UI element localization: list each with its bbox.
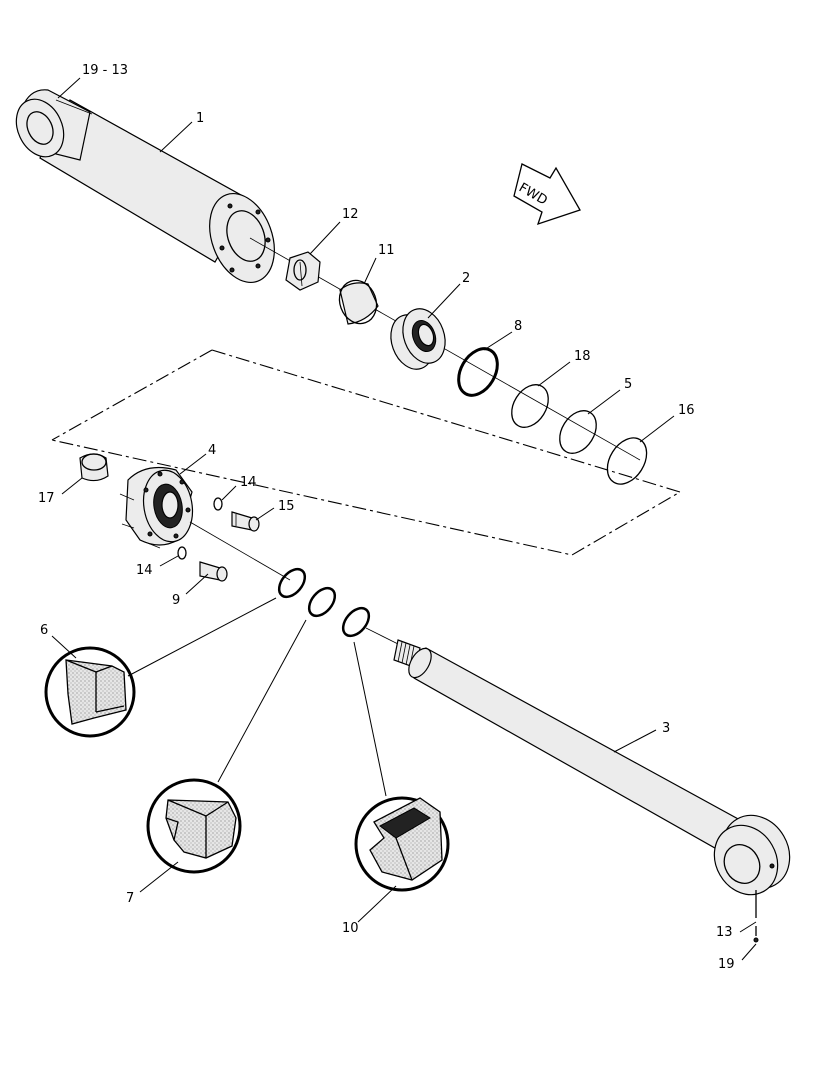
callout-leaders	[51, 77, 757, 961]
seal-ring-part-8[interactable]	[451, 342, 505, 402]
washer-part-14-upper[interactable]	[213, 497, 223, 511]
callout-10: 10	[342, 921, 359, 936]
callout-15: 15	[278, 499, 295, 514]
bolt-part-15[interactable]	[231, 511, 260, 532]
rod-seal-ring-10[interactable]	[338, 603, 374, 640]
washer-part-14-lower[interactable]	[177, 546, 187, 560]
callout-12: 12	[342, 207, 359, 222]
callout-5: 5	[624, 377, 632, 392]
callout-9: 9	[172, 593, 180, 608]
rod-seal-ring-6[interactable]	[274, 564, 310, 601]
callout-19-13: 19 - 13	[82, 63, 128, 78]
bushing-part[interactable]	[79, 453, 109, 482]
fwd-arrow-icon: FWD	[513, 163, 581, 226]
callout-14-upper: 14	[240, 475, 257, 490]
seal-detail-10	[353, 641, 450, 892]
callout-1: 1	[196, 111, 204, 126]
piston-rod[interactable]	[393, 639, 741, 853]
callout-16: 16	[678, 403, 695, 418]
bolt-part-9[interactable]	[199, 561, 228, 582]
seal-detail-7	[146, 619, 307, 874]
o-ring-part-5[interactable]	[552, 404, 604, 460]
backup-ring-part-18[interactable]	[504, 378, 556, 434]
callout-2: 2	[462, 271, 470, 286]
pin-parts-13-19[interactable]	[753, 890, 759, 943]
callout-13: 13	[716, 925, 733, 940]
piston-part[interactable]	[384, 303, 453, 375]
callout-11: 11	[378, 243, 395, 258]
rod-end-eye[interactable]	[702, 803, 803, 906]
callout-14-lower: 14	[136, 563, 153, 578]
callout-3: 3	[662, 721, 670, 736]
callout-17: 17	[38, 491, 55, 506]
callout-18: 18	[574, 349, 591, 364]
fwd-label: FWD	[516, 180, 550, 208]
rod-guide-head-part[interactable]	[119, 466, 198, 549]
rod-seal-ring-7[interactable]	[304, 583, 340, 620]
seal-detail-6	[44, 597, 277, 738]
callout-4: 4	[208, 443, 216, 458]
callout-7: 7	[126, 891, 134, 906]
barrel-end-eye[interactable]	[7, 89, 93, 165]
cylinder-barrel[interactable]	[39, 99, 286, 291]
o-ring-part-16[interactable]	[599, 431, 654, 491]
wear-ring-part[interactable]	[334, 275, 383, 329]
nut-part[interactable]	[285, 251, 321, 291]
callout-19: 19	[718, 957, 735, 972]
assembly-boundary	[51, 349, 682, 556]
callout-8: 8	[514, 319, 522, 334]
callout-6: 6	[40, 623, 48, 638]
